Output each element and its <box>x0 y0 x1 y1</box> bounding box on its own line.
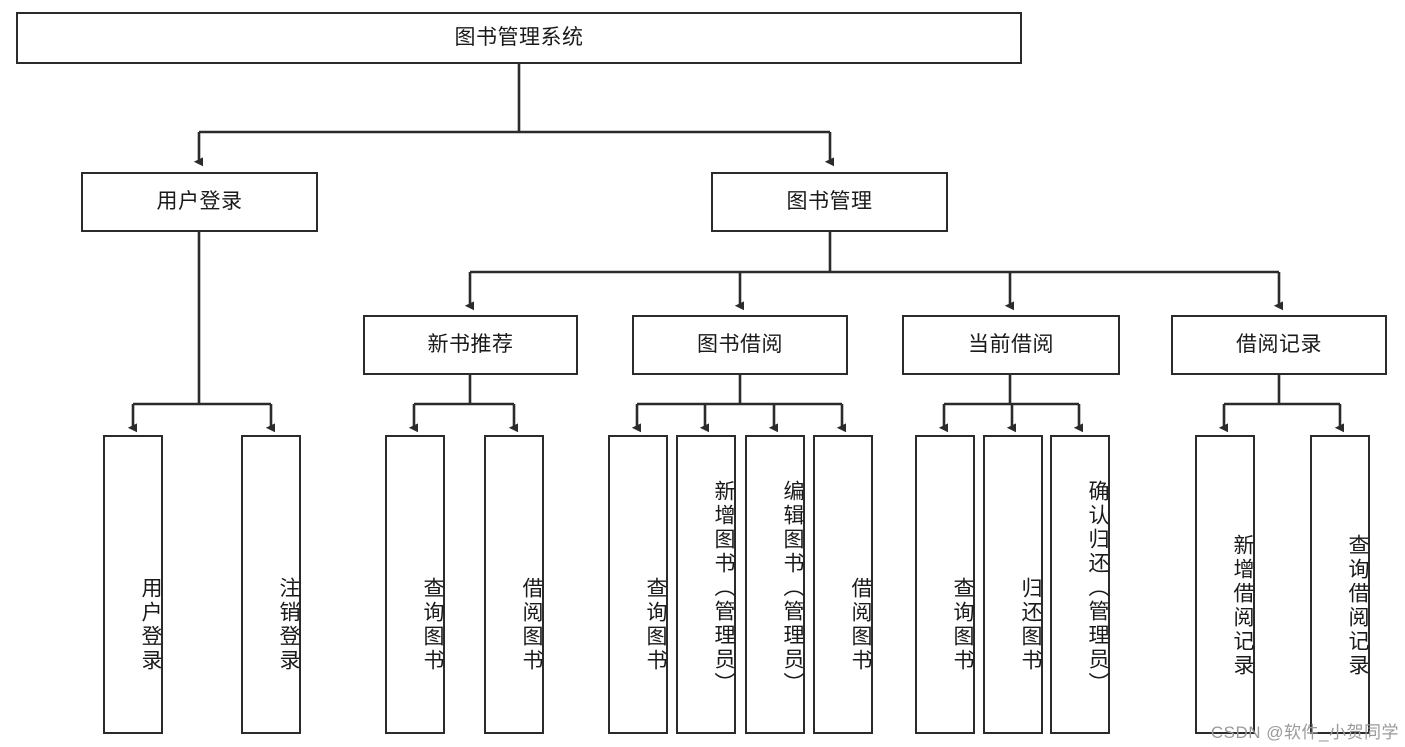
leaf-query-borrow-record[interactable]: 查询借阅记录 <box>1310 435 1370 734</box>
node-current-borrow[interactable]: 当前借阅 <box>902 315 1120 375</box>
node-label: 借阅图书 <box>520 576 543 673</box>
leaf-confirm-return-admin[interactable]: 确认归还（管理员） <box>1050 435 1110 734</box>
node-label: 新书推荐 <box>427 332 514 356</box>
leaf-user-login[interactable]: 用户登录 <box>103 435 163 734</box>
watermark-text: CSDN @软件_小贺同学 <box>1210 723 1399 742</box>
node-book-management[interactable]: 图书管理 <box>711 172 948 232</box>
leaf-query-book-borrow[interactable]: 查询图书 <box>608 435 668 734</box>
node-label: 确认归还（管理员） <box>1086 479 1109 696</box>
node-book-borrow[interactable]: 图书借阅 <box>632 315 848 375</box>
leaf-logout-login[interactable]: 注销登录 <box>241 435 301 734</box>
node-label: 归还图书 <box>1019 576 1042 673</box>
node-label: 新增借阅记录 <box>1231 533 1254 678</box>
node-label: 借阅记录 <box>1236 332 1322 356</box>
node-label: 查询图书 <box>951 576 974 673</box>
leaf-return-book[interactable]: 归还图书 <box>983 435 1043 734</box>
leaf-edit-book-admin[interactable]: 编辑图书（管理员） <box>745 435 805 734</box>
node-label: 查询图书 <box>644 576 667 673</box>
node-user-login[interactable]: 用户登录 <box>81 172 318 232</box>
node-label: 当前借阅 <box>968 332 1054 356</box>
node-label: 查询图书 <box>421 576 444 673</box>
node-label: 查询借阅记录 <box>1346 533 1369 678</box>
leaf-add-borrow-record[interactable]: 新增借阅记录 <box>1195 435 1255 734</box>
leaf-borrow-book[interactable]: 借阅图书 <box>813 435 873 734</box>
node-label: 图书借阅 <box>697 332 783 356</box>
leaf-query-book-current[interactable]: 查询图书 <box>915 435 975 734</box>
node-label: 用户登录 <box>139 576 162 673</box>
node-label: 编辑图书（管理员） <box>781 479 804 696</box>
leaf-add-book-admin[interactable]: 新增图书（管理员） <box>676 435 736 734</box>
node-label: 图书管理 <box>786 189 873 213</box>
node-label: 图书管理系统 <box>454 25 584 49</box>
node-new-book-recommend[interactable]: 新书推荐 <box>363 315 578 375</box>
node-label: 用户登录 <box>156 189 243 213</box>
node-borrow-record[interactable]: 借阅记录 <box>1171 315 1387 375</box>
leaf-query-book-recommend[interactable]: 查询图书 <box>385 435 445 734</box>
node-label: 注销登录 <box>277 576 300 673</box>
node-root-system[interactable]: 图书管理系统 <box>16 12 1022 64</box>
node-label: 新增图书（管理员） <box>712 479 735 696</box>
leaf-borrow-book-recommend[interactable]: 借阅图书 <box>484 435 544 734</box>
node-label: 借阅图书 <box>849 576 872 673</box>
